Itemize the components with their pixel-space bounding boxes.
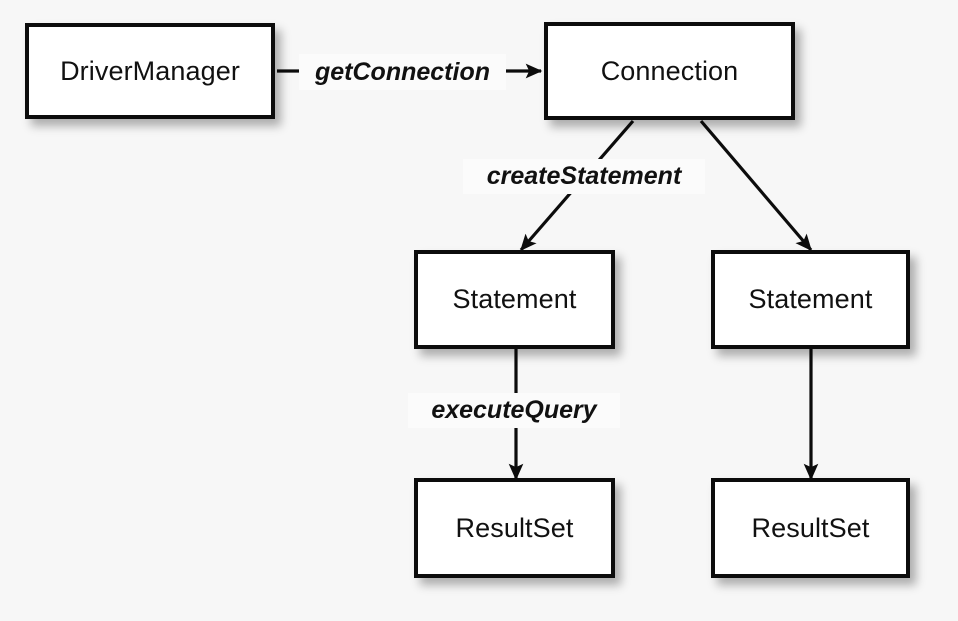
edge-label-create-statement-text: createStatement — [486, 162, 682, 190]
edge-create-statement-right-line — [699, 119, 813, 252]
edge-label-get-connection: getConnection — [299, 54, 506, 90]
edge-label-execute-query-text: executeQuery — [431, 396, 597, 424]
edge-label-execute-query: executeQuery — [408, 393, 620, 428]
node-statement-left-label: Statement — [452, 284, 577, 314]
node-statement-right-label: Statement — [748, 284, 873, 314]
node-driver-manager[interactable]: DriverManager — [25, 23, 275, 119]
node-statement-left[interactable]: Statement — [414, 250, 615, 349]
node-resultset-left[interactable]: ResultSet — [414, 478, 615, 578]
node-statement-right[interactable]: Statement — [711, 250, 910, 349]
node-connection[interactable]: Connection — [544, 22, 795, 120]
node-driver-manager-label: DriverManager — [60, 55, 240, 86]
edge-label-get-connection-text: getConnection — [315, 57, 490, 86]
edge-label-create-statement: createStatement — [463, 159, 705, 194]
node-resultset-left-label: ResultSet — [455, 512, 574, 543]
node-connection-label: Connection — [600, 55, 739, 86]
node-resultset-right-label: ResultSet — [751, 512, 870, 543]
node-resultset-right[interactable]: ResultSet — [711, 478, 910, 578]
